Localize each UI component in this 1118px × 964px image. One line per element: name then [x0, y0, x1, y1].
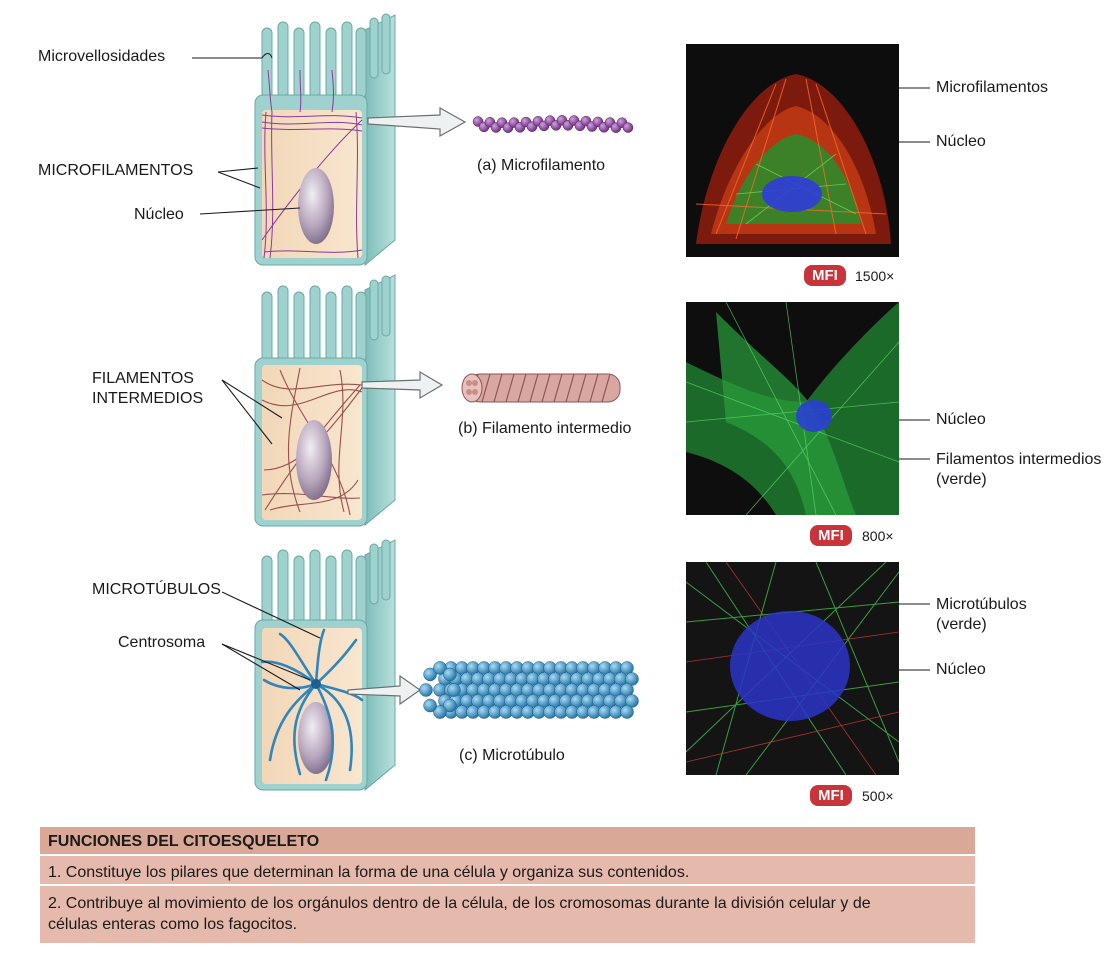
mfi-badge: MFI [810, 525, 852, 546]
intermediate-filament-structure [461, 373, 621, 403]
cell-intermediate-filaments [254, 274, 396, 527]
micrograph-image [686, 302, 899, 515]
micrograph-image [686, 562, 899, 775]
photo-label-nucleo: Núcleo [936, 133, 986, 150]
microvilli [261, 13, 391, 99]
cell-microfilaments [254, 13, 396, 267]
divider [40, 884, 975, 886]
cell-microtubules [254, 539, 396, 792]
micrograph-intermediate-filaments [686, 302, 899, 515]
actin-bead [622, 122, 634, 133]
photo-label-nucleo: Núcleo [936, 411, 986, 428]
functions-title: FUNCIONES DEL CITOESQUELETO [48, 833, 320, 850]
micrograph-image [686, 44, 899, 257]
functions-box: FUNCIONES DEL CITOESQUELETO 1. Constituy… [40, 827, 975, 943]
micrograph-microtubules [686, 562, 899, 775]
mfi-badge: MFI [810, 785, 852, 806]
photo-label-nucleo: Núcleo [936, 661, 986, 678]
tubulin-subunit [433, 661, 447, 675]
label-microvellosidades: Microvellosidades [38, 48, 166, 65]
tubulin-subunit [423, 667, 437, 682]
microfilament-network [261, 69, 363, 259]
centrosome-shape [311, 679, 321, 689]
label-filamentos-intermedios: FILAMENTOS INTERMEDIOS [92, 370, 204, 407]
label-microfilamentos: MICROFILAMENTOS [38, 162, 194, 179]
tubulin-subunit [443, 698, 457, 713]
photo-label-microtubulos: Microtúbulos (verde) [936, 596, 1027, 633]
caption-microtubule: (c) Microtúbulo [459, 747, 565, 764]
magnification-label: 1500× [855, 268, 895, 284]
functions-header: FUNCIONES DEL CITOESQUELETO [40, 827, 975, 856]
tubulin-subunit [433, 705, 447, 719]
function-item: 1. Constituye los pilares que determinan… [48, 864, 690, 881]
function-item: 2. Contribuye al movimiento de los orgán… [48, 895, 871, 933]
magnification-label: 500× [862, 788, 894, 804]
nucleus-shape [298, 168, 334, 244]
caption-intermediate-filament: (b) Filamento intermedio [458, 420, 632, 437]
tubulin-subunit [620, 705, 634, 719]
leader-lines-left [192, 52, 321, 691]
mfi-badge: MFI [804, 265, 846, 286]
micrograph-microfilaments [686, 44, 899, 257]
structure-arrows [347, 106, 467, 706]
tubulin-subunit [443, 667, 457, 682]
label-centrosoma: Centrosoma [118, 634, 206, 651]
photo-label-filamentos-intermedios: Filamentos intermedios (verde) [936, 451, 1102, 488]
label-nucleo: Núcleo [134, 206, 184, 223]
tubulin-subunit [423, 698, 437, 713]
caption-microfilament: (a) Microfilamento [477, 157, 606, 174]
photo-label-microfilamentos: Microfilamentos [936, 79, 1049, 96]
microtubule-structure [419, 661, 639, 719]
magnification-label: 800× [862, 528, 894, 544]
label-microtubulos: MICROTÚBULOS [92, 581, 221, 598]
microfilament-structure [472, 115, 634, 133]
tubulin-subunit [419, 683, 433, 697]
tubulin-subunit [447, 683, 461, 697]
